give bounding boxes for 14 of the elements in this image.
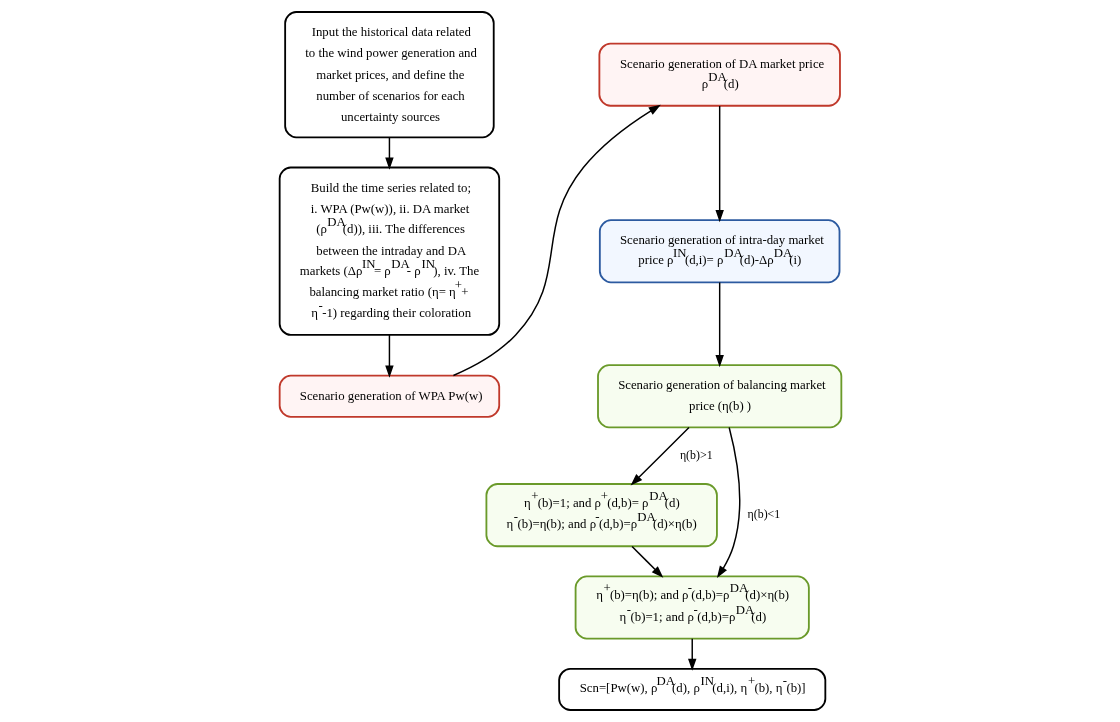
arrow — [630, 426, 690, 486]
arrow — [384, 334, 394, 378]
edge-label: η(b)>1 — [679, 447, 713, 462]
arrow — [630, 545, 663, 578]
arrow — [452, 104, 661, 377]
arrow — [687, 638, 696, 671]
node-box: Scenario generation of balancing market price (η(b) ) — [596, 364, 842, 429]
edge-label: η(b)<1 — [747, 507, 780, 522]
node-box: Scenario generation of WPA Pw(w) — [278, 374, 500, 418]
node-box: Input the historical data related to the wind power generation and market prices, and define the number of scenarios for each uncertainty sources — [283, 11, 495, 139]
arrow — [714, 105, 724, 223]
arrow — [714, 281, 724, 368]
arrow — [716, 426, 740, 579]
arrow — [384, 136, 394, 170]
